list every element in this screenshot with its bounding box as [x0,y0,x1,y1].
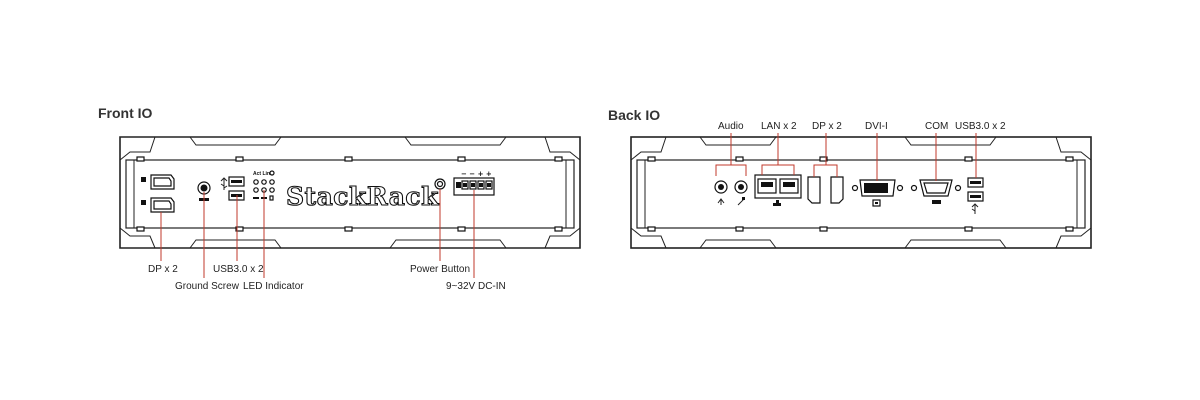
back-io-panel: Back IO [608,107,1092,249]
front-dp-label: DP x 2 [148,264,178,275]
front-top-rail [119,136,581,249]
audio-label: Audio [718,121,744,132]
front-io-title: Front IO [98,105,153,121]
led-header: Act Link [253,171,273,177]
back-dp-port-1 [807,176,821,204]
dc-in-connector: − − + + [453,170,495,196]
ground-screw-label: Ground Screw [175,281,240,292]
com-port [910,179,962,204]
dc-pins: − − + + [461,170,492,178]
back-dp-port-2 [830,176,844,204]
back-usb-label: USB3.0 x 2 [955,121,1006,132]
front-tabs [136,156,563,232]
power-button-label: Power Button [410,264,470,275]
back-dp-ports [807,176,844,204]
dvi-label: DVI-I [865,121,888,132]
lan-ports [754,174,802,206]
lan-label: LAN x 2 [761,121,797,132]
back-io-title: Back IO [608,107,660,123]
front-io-panel: Front IO [98,105,581,292]
back-rails [630,136,1092,249]
back-leader-lines [715,133,977,181]
usb-icon [971,203,979,214]
dc-in-label: 9~32V DC-IN [446,281,506,292]
headphone-icon [717,198,725,205]
usb-icon [220,177,228,190]
stackrack-logo: StackRack [286,182,439,211]
front-dp-ports [141,174,175,213]
audio-jacks [714,180,748,206]
front-usb-label: USB3.0 x 2 [213,264,264,275]
serial-port-icon [932,200,941,204]
back-tabs [647,156,1074,232]
power-button [434,178,446,190]
back-dp-label: DP x 2 [812,121,842,132]
front-leader-lines [160,189,475,278]
microphone-icon [737,197,745,206]
dvi-port [851,179,904,207]
back-face [636,159,1086,229]
led-indicator-label: LED Indicator [243,281,304,292]
displayport-icon [141,177,146,205]
dvi-icon [872,199,881,207]
network-icon [773,200,781,206]
com-label: COM [925,121,948,132]
front-face [125,159,575,229]
